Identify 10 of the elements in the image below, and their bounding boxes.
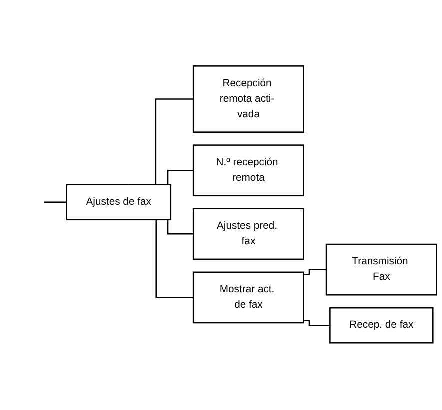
connector [304, 270, 327, 276]
node-box: N.º recepción remota [192, 145, 304, 197]
node-box: Ajustes pred. fax [192, 208, 304, 260]
node-box: Recepción remota acti- vada [192, 66, 304, 134]
node-box: Recep. de fax [330, 308, 434, 344]
node-box: Transmisión Fax [326, 244, 438, 296]
connector [44, 202, 67, 204]
node-box: Mostrar act. de fax [192, 272, 304, 324]
connector [304, 320, 330, 327]
node-box: Ajustes de fax [66, 184, 172, 221]
